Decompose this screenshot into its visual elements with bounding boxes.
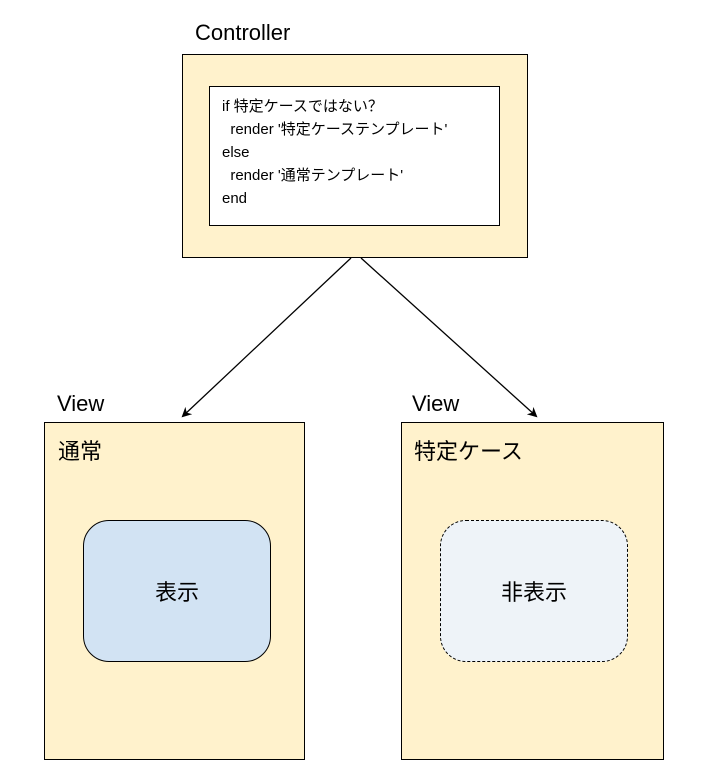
view-box-normal: 通常 表示 bbox=[44, 422, 305, 760]
code-line: render '通常テンプレート' bbox=[222, 167, 404, 184]
view-title-special: 特定ケース bbox=[414, 439, 523, 464]
view-title-normal: 通常 bbox=[58, 439, 103, 464]
code-line: end bbox=[222, 190, 248, 207]
controller-box: if 特定ケースではない？ render '特定ケーステンプレート' else … bbox=[182, 54, 528, 258]
controller-code-block: if 特定ケースではない？ render '特定ケーステンプレート' else … bbox=[209, 86, 500, 226]
element-shown: 表示 bbox=[83, 520, 271, 662]
code-line: render '特定ケーステンプレート' bbox=[222, 121, 448, 138]
code-line: if 特定ケースではない？ bbox=[222, 98, 383, 115]
code-line: else bbox=[222, 144, 250, 161]
view-label-special: View bbox=[412, 391, 460, 416]
element-hidden: 非表示 bbox=[440, 520, 628, 662]
controller-label: Controller bbox=[195, 20, 291, 45]
view-box-special: 特定ケース 非表示 bbox=[401, 422, 664, 760]
view-label-normal: View bbox=[57, 391, 105, 416]
arrow-to-normal-view bbox=[181, 257, 352, 418]
